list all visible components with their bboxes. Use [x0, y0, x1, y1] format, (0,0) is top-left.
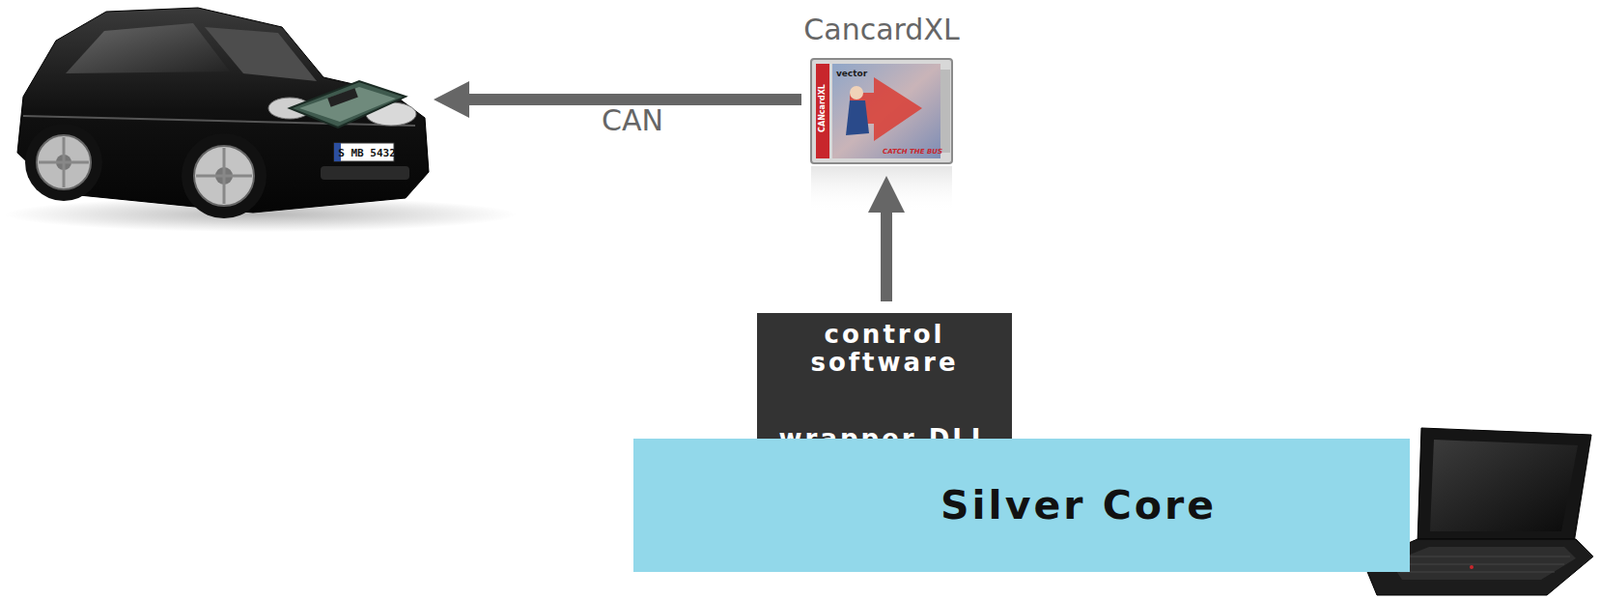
license-plate: S MB 5432 — [337, 147, 396, 159]
card-heading: CancardXL — [803, 13, 959, 46]
bus-label: CAN — [601, 106, 664, 136]
card-slogan: CATCH THE BUS — [882, 148, 943, 156]
silver-core-band: Silver Core — [633, 438, 1410, 572]
card-print: CANcardXL — [818, 84, 827, 133]
band-title: Silver Core — [940, 481, 1217, 529]
card-brand: vector — [836, 69, 868, 79]
flow-arrow — [880, 204, 893, 302]
cancardxl-card — [811, 58, 953, 213]
box-title: control software — [792, 320, 977, 376]
car-illustration — [4, 7, 517, 232]
